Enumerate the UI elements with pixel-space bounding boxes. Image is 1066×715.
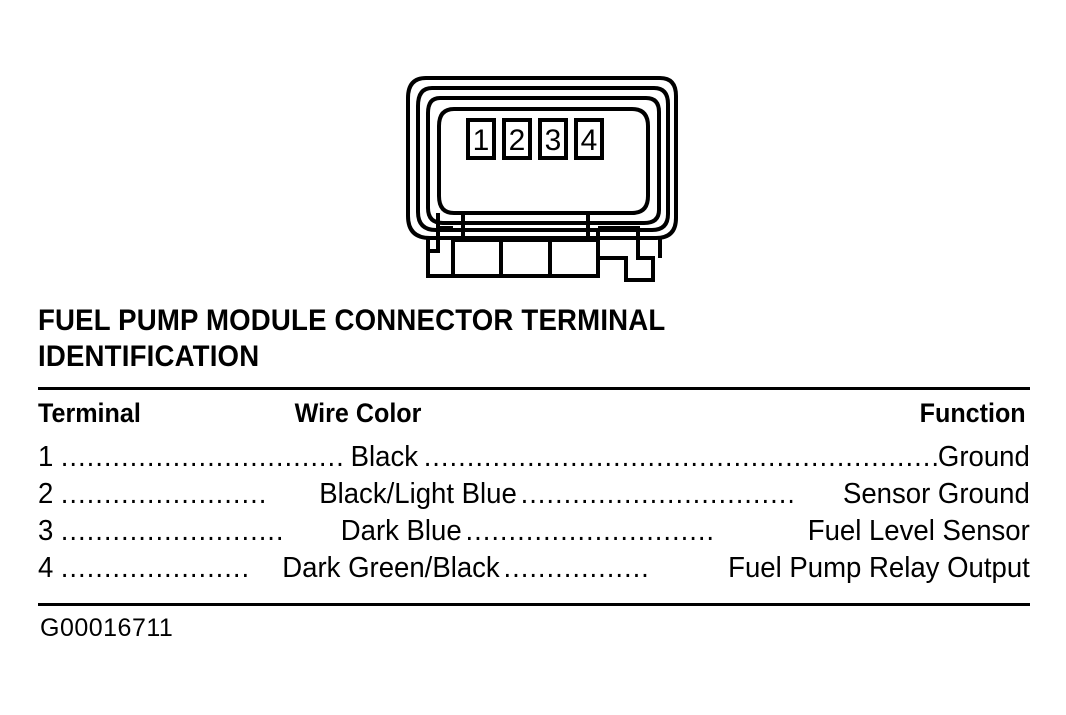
- cell-function: Sensor Ground: [842, 478, 1030, 510]
- table-row: 3 ......................................…: [38, 513, 1030, 550]
- cell-function: Fuel Level Sensor: [807, 515, 1030, 547]
- cell-wire-color: Black/Light Blue: [319, 478, 517, 510]
- dot-leader: ........................................…: [520, 478, 793, 510]
- terminal-number-2: 2: [509, 124, 526, 157]
- connector-diagram: 1 2 3 4: [398, 68, 694, 286]
- table-row: 1 ......................................…: [38, 439, 1030, 476]
- dot-leader: ........................................…: [60, 441, 346, 473]
- cell-terminal: 3: [38, 515, 54, 547]
- cell-terminal: 2: [38, 478, 54, 510]
- connector-cavity: [437, 107, 650, 215]
- terminal-box-4: [574, 118, 604, 160]
- table-row: 2 ......................................…: [38, 476, 1030, 513]
- latch-left-notch: [426, 226, 453, 278]
- dot-leader: ........................................…: [60, 478, 265, 510]
- dot-leader: ........................................…: [503, 552, 652, 584]
- connector-shell-outer: [406, 76, 678, 240]
- connector-shell-ring-3: [426, 96, 661, 225]
- terminal-box-3: [538, 118, 568, 160]
- connector-latch-group: [426, 213, 662, 282]
- cell-function: Ground: [937, 441, 1030, 473]
- figure-title-line-2: IDENTIFICATION: [38, 340, 260, 373]
- cell-wire-color: Black: [350, 441, 418, 473]
- table-row: 4 ......................................…: [38, 550, 1030, 587]
- dot-leader: ........................................…: [423, 441, 943, 473]
- terminal-box-2: [502, 118, 532, 160]
- connector-shell-ring-2: [416, 86, 670, 232]
- figure-title: FUEL PUMP MODULE CONNECTOR TERMINAL IDEN…: [38, 303, 1038, 375]
- figure-id-label: G00016711: [40, 614, 174, 642]
- terminal-number-1: 1: [473, 124, 490, 157]
- cell-terminal: 1: [38, 441, 54, 473]
- dot-leader: ........................................…: [465, 515, 717, 547]
- latch-body: [451, 238, 600, 278]
- terminal-box-1: [466, 118, 496, 160]
- cell-function: Fuel Pump Relay Output: [728, 552, 1030, 584]
- dot-leader: ........................................…: [60, 515, 284, 547]
- terminal-box-group: [466, 118, 604, 160]
- terminal-number-group: 1 2 3 4: [473, 124, 598, 157]
- column-header-function: Function: [919, 398, 1026, 428]
- column-header-terminal: Terminal: [38, 398, 141, 428]
- column-header-wire-color: Wire Color: [294, 398, 422, 428]
- table-body: 1 ......................................…: [38, 439, 1030, 587]
- figure-title-line-1: FUEL PUMP MODULE CONNECTOR TERMINAL: [38, 304, 666, 337]
- terminal-number-4: 4: [581, 124, 598, 157]
- cell-wire-color: Dark Blue: [340, 515, 462, 547]
- cell-wire-color: Dark Green/Black: [282, 552, 500, 584]
- table-bottom-rule: [38, 603, 1030, 606]
- terminal-identification-table: Terminal Wire Color Function 1 .........…: [38, 396, 1030, 587]
- cell-terminal: 4: [38, 552, 54, 584]
- terminal-number-3: 3: [545, 124, 562, 157]
- table-header-row: Terminal Wire Color Function: [38, 396, 1029, 430]
- connector-svg: 1 2 3 4: [406, 76, 678, 282]
- table-top-rule: [38, 387, 1030, 390]
- dot-leader: ........................................…: [60, 552, 247, 584]
- latch-right-flange: [598, 226, 655, 282]
